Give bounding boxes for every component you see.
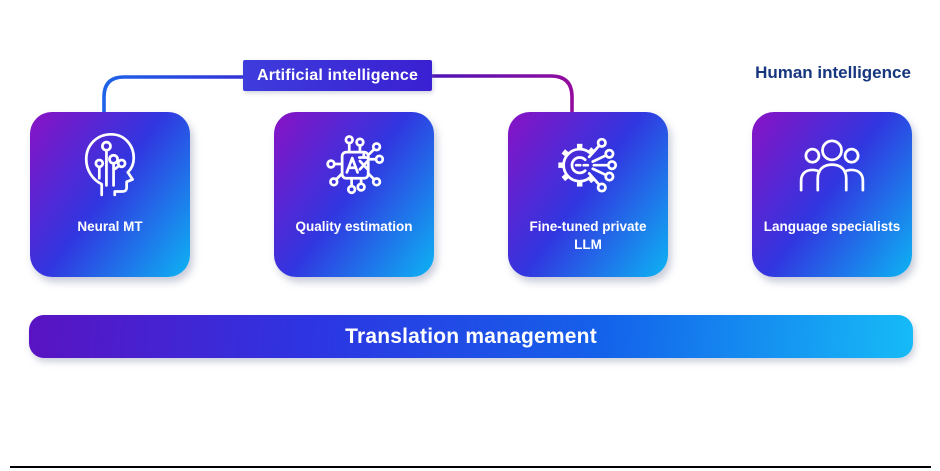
- people-group-icon: [794, 126, 870, 202]
- neural-head-circuit-icon: [72, 126, 148, 202]
- card-label: Neural MT: [77, 219, 143, 234]
- card-label: Quality estimation: [295, 219, 413, 234]
- card-language-specialists: Language specialists: [752, 112, 912, 277]
- card-fine-tuned-private-llm: Fine-tuned private LLM: [508, 112, 668, 277]
- card-label: Language specialists: [763, 219, 901, 234]
- bracket-left-curve: [102, 75, 246, 116]
- translate-chip-icon: [316, 126, 392, 202]
- human-intelligence-label: Human intelligence: [755, 63, 911, 82]
- artificial-intelligence-label: Artificial intelligence: [243, 60, 432, 91]
- card-label: Fine-tuned private LLM: [529, 219, 647, 252]
- card-neural-mt: Neural MT: [30, 112, 190, 277]
- bottom-divider-rule: [10, 466, 931, 468]
- bracket-right-curve: [429, 74, 574, 116]
- card-quality-estimation: Quality estimation: [274, 112, 434, 277]
- translation-management-bar: Translation management: [29, 315, 913, 358]
- gear-circuit-icon: [550, 126, 626, 202]
